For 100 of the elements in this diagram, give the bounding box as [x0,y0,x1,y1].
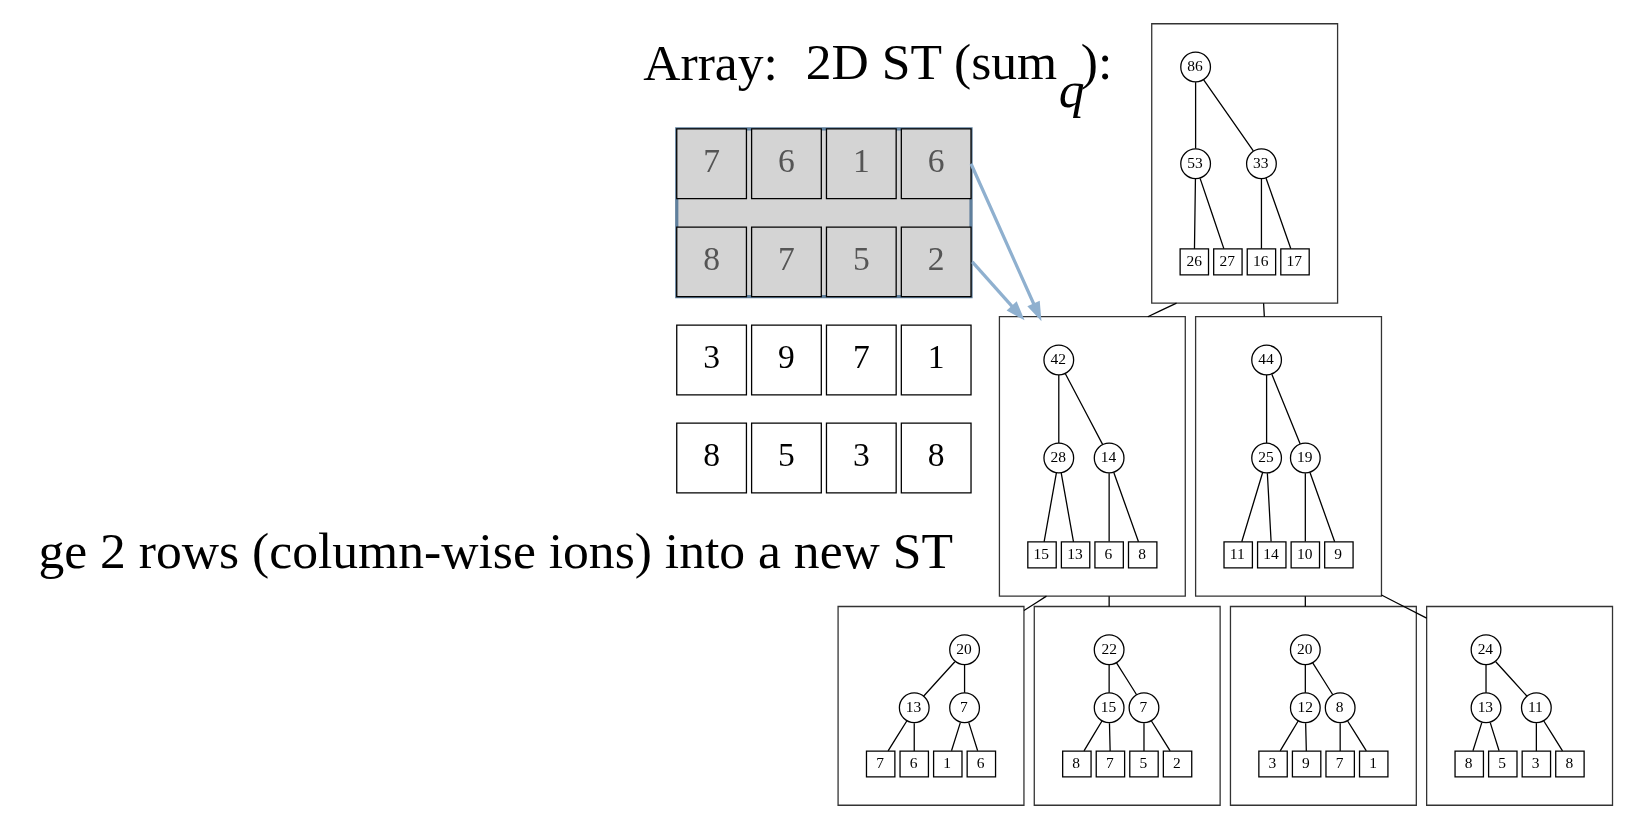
connector [1143,722,1145,752]
node-box: 26 [1179,248,1210,276]
node-box: 7 [1325,750,1355,778]
connector [1472,721,1483,752]
connector [1304,664,1306,694]
node-circle: 22 [1093,634,1125,666]
node-box: 5 [1487,750,1518,778]
node-box: 6 [966,750,997,778]
cluster [1194,316,1383,597]
connector [1279,720,1299,752]
node-box: 8 [900,422,972,494]
node-circle: 42 [1043,344,1075,376]
node-box: 9 [1324,541,1354,569]
node-box: 9 [1291,750,1322,778]
label: ge 2 rows (column-wise ions) into a new ST [38,521,953,579]
node-box: 6 [899,750,930,778]
node-box: 6 [1094,541,1124,569]
cluster [837,605,1025,806]
connector [1115,662,1138,696]
node-box: 8 [1062,750,1092,778]
node-box: 1 [1358,750,1389,778]
connector [1199,177,1225,250]
cluster [998,316,1186,597]
connector [1260,178,1263,250]
node-circle: 24 [1470,634,1502,666]
connector [1108,722,1111,752]
connector [922,661,956,697]
connector [913,722,915,752]
cluster [1229,605,1417,806]
connector [1489,721,1500,752]
node-box: 1 [932,750,963,778]
connector [1043,472,1058,543]
node-circle: 13 [898,692,930,724]
connector [1485,664,1487,694]
node-box: 3 [676,324,748,396]
node-box: 6 [750,128,822,200]
connector [1271,373,1301,445]
node-box: 1 [825,128,897,200]
connector [1193,178,1197,250]
cluster [1033,605,1221,806]
node-circle: 19 [1289,442,1321,474]
node-box: 13 [1060,541,1091,569]
connector [887,720,908,752]
connector [1083,720,1103,752]
node-box: 5 [750,422,822,494]
node-box: 11 [1223,541,1254,569]
connector [1309,471,1336,543]
node-box: 7 [1095,750,1126,778]
connector [1064,373,1104,446]
connector [1060,472,1075,543]
connector [1108,595,1110,608]
connector [1265,177,1292,250]
node-circle: 44 [1251,344,1283,376]
node-box: 8 [676,422,748,494]
connector [1113,471,1140,543]
connector [1058,374,1060,444]
node-box: 7 [825,324,897,396]
connector [1241,471,1264,543]
cluster [1151,23,1339,304]
node-box: 8 [676,226,748,298]
node-circle: 7 [1128,692,1160,724]
node-circle: 8 [1324,692,1356,724]
node-box: 3 [1258,750,1288,778]
node-box: 5 [1129,750,1159,778]
node-box: 17 [1280,248,1310,276]
node-box: 9 [750,324,822,396]
arrow [971,260,1025,321]
connector [1495,661,1528,697]
connector [1339,722,1341,752]
node-box: 14 [1256,541,1287,569]
node-box: 15 [1027,541,1057,569]
node-box: 8 [1127,541,1158,569]
connector [1535,722,1537,752]
node-box: 3 [825,422,897,494]
connector [1023,595,1048,612]
connector [1380,594,1428,619]
node-box: 2 [900,226,972,298]
node-circle: 20 [949,634,981,666]
node-box: 2 [1162,750,1193,778]
node-box: 1 [900,324,972,396]
connector [1543,720,1564,752]
connector [950,721,961,752]
node-box: 7 [676,128,748,200]
node-circle: 28 [1043,442,1075,474]
node-box: 7 [865,750,896,778]
node-box: 27 [1213,248,1243,276]
node-circle: 12 [1289,692,1321,724]
node-circle: 13 [1470,692,1502,724]
node-box: 8 [1555,750,1585,778]
connector [1262,302,1265,318]
connector [1203,79,1254,152]
connector [968,721,979,752]
node-circle: 33 [1245,148,1277,180]
connector [1194,81,1197,150]
connector [1266,472,1272,543]
node-circle: 7 [949,692,981,724]
arrow [969,163,1042,322]
connector [1346,720,1367,752]
node-circle: 11 [1520,692,1552,724]
connector [1265,374,1268,444]
